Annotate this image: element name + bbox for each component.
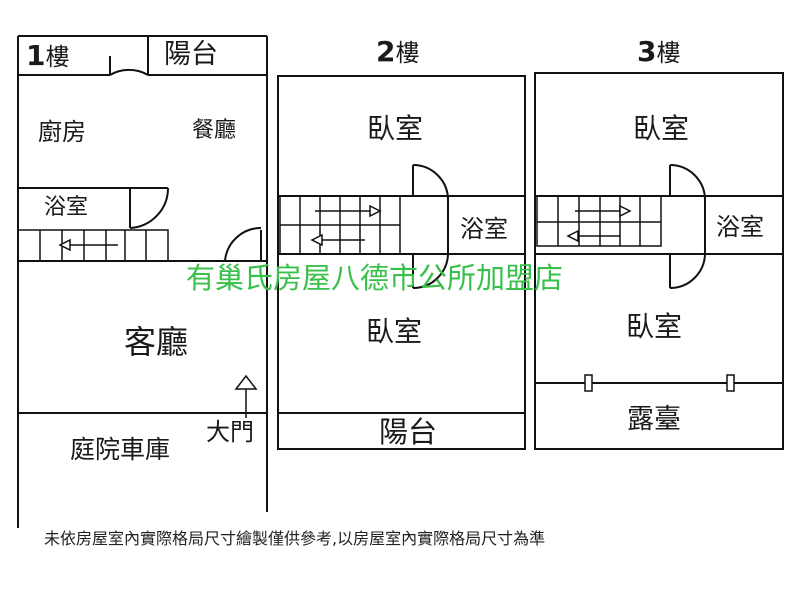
floor-1-balcony-door [109,40,149,76]
floor-3-terrace-window [584,374,735,392]
floor-1-living-door [224,226,262,262]
floor-2-number: 2 [376,35,396,68]
floor-2-heading: 2樓 [376,38,419,66]
floor-2-landing-door [412,164,449,289]
floor-1-yard-garage-label: 庭院車庫 [70,435,171,464]
floor-2-balcony-label: 陽台 [379,415,438,449]
floor-1-living-label: 客廳 [124,323,189,361]
floor-1-balcony-label: 陽台 [164,39,218,70]
floor-1-bath-door [129,187,170,229]
floor-3-landing-door [669,164,706,289]
floor-3-terrace-label: 露臺 [627,404,681,435]
floor-1-number: 1 [26,39,46,72]
floor-1-main-door-label: 大門 [206,418,254,446]
floor-3-number: 3 [637,35,657,68]
agency-watermark: 有巢氏房屋八德市公所加盟店 [186,261,564,295]
floor-3-unit: 樓 [656,39,681,67]
floor-1-heading: 1樓 [26,42,69,70]
floor-3-bathroom-label: 浴室 [716,213,764,241]
disclaimer-text: 未依房屋室內實際格局尺寸繪製僅供參考,以房屋室內實際格局尺寸為準 [44,529,546,548]
floor-1-stairs [17,229,169,262]
floor-2-unit: 樓 [395,39,420,67]
floor-3-heading: 3樓 [637,38,680,66]
floor-3-bedroom-top-label: 臥室 [633,112,690,145]
floor-3-stairs [536,195,662,247]
floor-2-bedroom-bottom-label: 臥室 [366,315,423,348]
main-door-arrow-icon [234,374,258,418]
floor-2-walls [277,75,526,450]
floor-1-unit: 樓 [45,43,70,71]
floor-1-dining-label: 餐廳 [192,118,237,143]
floor-1-bathroom-label: 浴室 [44,195,89,220]
floor-1-kitchen-label: 廚房 [38,118,86,146]
floor-3-bedroom-bottom-label: 臥室 [626,310,683,343]
floor-2-stairs [279,195,401,255]
floor-2-bathroom-label: 浴室 [460,215,508,243]
floor-2-bedroom-top-label: 臥室 [367,112,424,145]
